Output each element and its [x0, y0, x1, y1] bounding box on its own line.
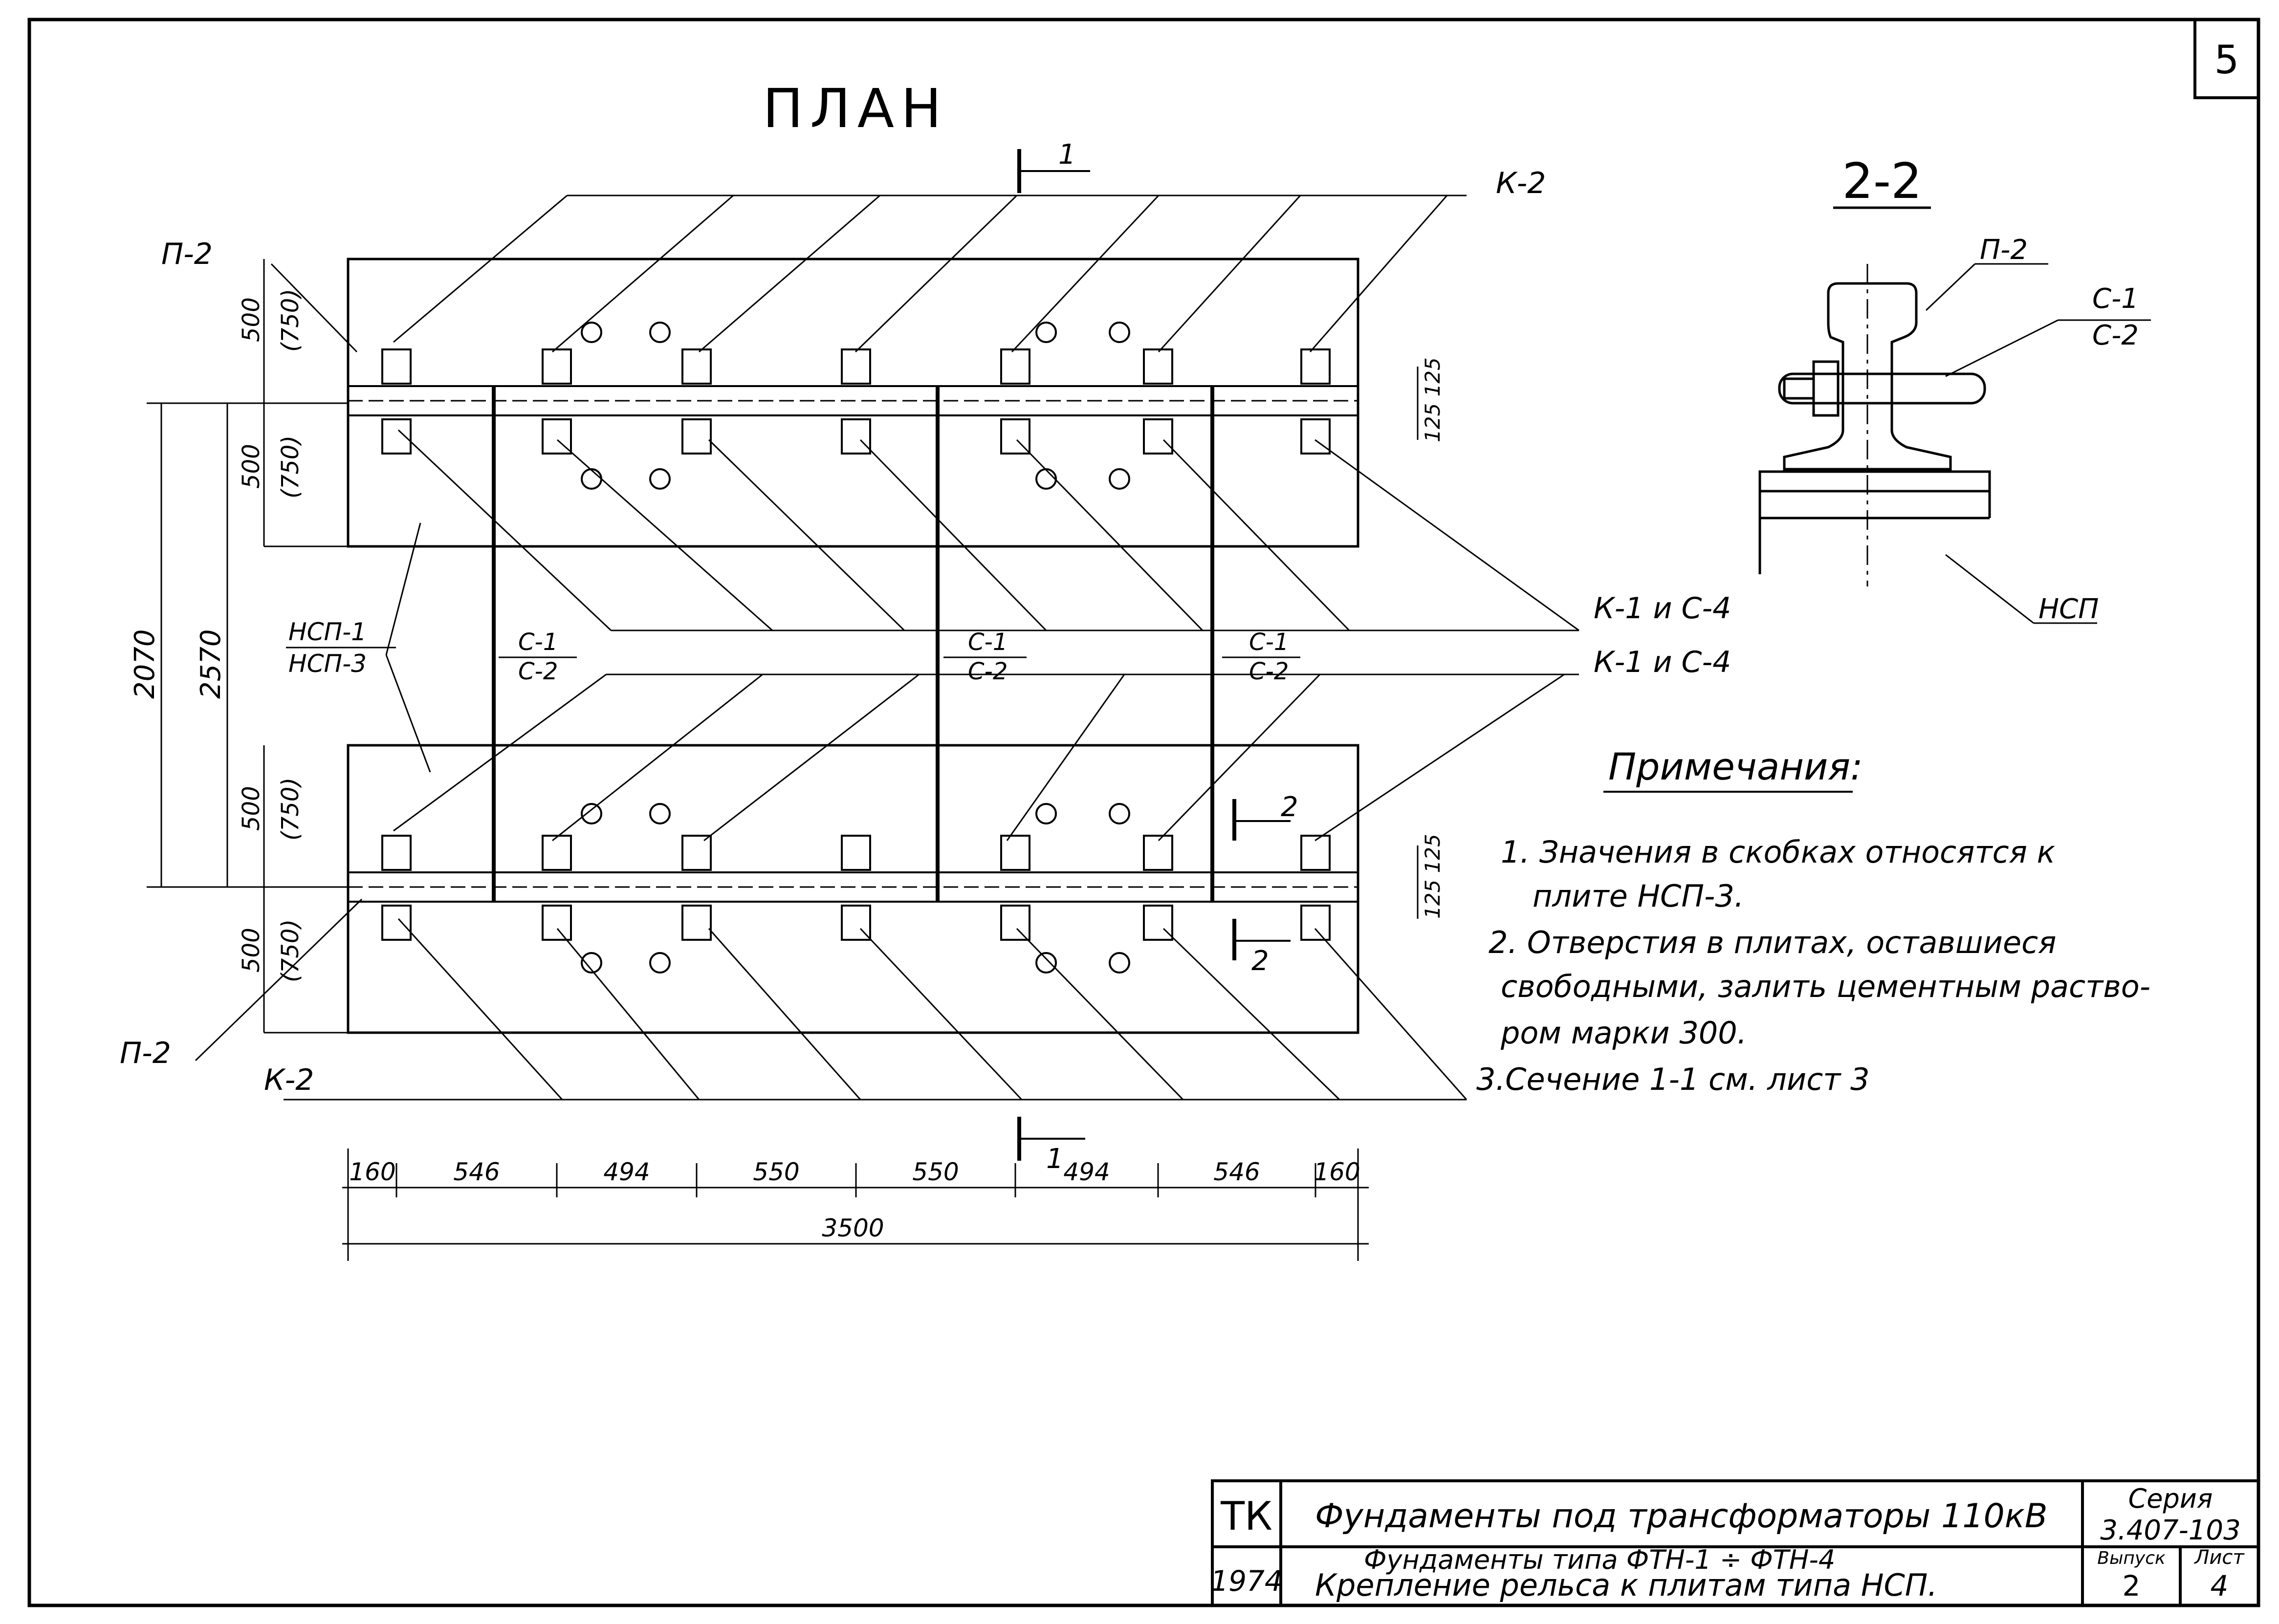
- tb-org: ТК: [1220, 1494, 1272, 1539]
- vertical-dimension-lines: [147, 259, 1419, 1034]
- plan-title: ПЛАН: [763, 77, 948, 140]
- tb-title: Фундаменты под трансформаторы 110кВ: [1315, 1497, 2048, 1536]
- section-slab-top: [1758, 470, 1991, 493]
- dim-125-bottom: 125 125: [1421, 834, 1445, 919]
- section-nut: [1812, 360, 1840, 417]
- section-2-marks: [1232, 799, 1291, 960]
- note-line-3: 2. Отверстия в плитах, оставшиеся: [1489, 925, 2056, 960]
- section-view: [1758, 263, 2151, 624]
- note-line-1: 1. Значения в скобках относятся к: [1501, 834, 2056, 870]
- note-line-4: свободными, залить цементным раство-: [1501, 969, 2150, 1004]
- plan-view: [147, 149, 1579, 1261]
- label-section-2-bottom: 2: [1251, 945, 1269, 977]
- dim-h-5: 550: [912, 1158, 959, 1186]
- section-labels: П-2 С-1 С-2 НСП: [1980, 234, 2139, 625]
- label-k2-top: К-2: [1496, 166, 1546, 200]
- dim-h-8: 160: [1314, 1158, 1360, 1186]
- label-p2-bottom: П-2: [120, 1036, 171, 1070]
- label-section-1-top: 1: [1058, 139, 1076, 171]
- slab-bottom: [347, 744, 1359, 1034]
- horizontal-dimension-lines: [342, 1148, 1369, 1261]
- dim-750-top-a: (750): [277, 289, 304, 352]
- note-line-6: 3.Сечение 1-1 см. лист 3: [1476, 1061, 1870, 1097]
- label-section-2-top: 2: [1281, 791, 1298, 823]
- section-label-c1: С-1: [2092, 283, 2139, 315]
- tb-series-value: 3.407-103: [2100, 1515, 2240, 1546]
- dim-h-4: 550: [753, 1158, 799, 1186]
- section-label-nsp: НСП: [2038, 593, 2099, 625]
- dim-750-top-b: (750): [277, 435, 304, 498]
- label-nsp-1: НСП-1: [288, 618, 367, 646]
- tb-year: 1974: [1210, 1564, 1283, 1598]
- dim-h-2: 546: [453, 1158, 500, 1186]
- sheet-frame: [27, 18, 2260, 1607]
- title-block-text: ТК 1974 Фундаменты под трансформаторы 11…: [1210, 1483, 2245, 1603]
- slab-top: [347, 258, 1359, 548]
- dim-h-1: 160: [349, 1158, 395, 1186]
- note-line-5: ром марки 300.: [1500, 1015, 1747, 1051]
- label-k1-c4-upper: К-1 и С-4: [1594, 591, 1731, 626]
- label-c1-left: С-1: [518, 628, 558, 656]
- clamps-bottom-lower: [381, 905, 1331, 941]
- label-section-1-bottom: 1: [1046, 1143, 1064, 1175]
- tb-sheet-value: 4: [2211, 1569, 2229, 1602]
- rail-profile: [1783, 282, 1952, 471]
- label-nsp-3: НСП-3: [288, 650, 367, 678]
- note-line-2: плите НСП-3.: [1533, 878, 1744, 914]
- plan-labels: К-2 П-2 П-2 К-2 НСП-1 НСП-3 К-1 и С-4 К-…: [120, 139, 1731, 1175]
- tb-issue-label: Выпуск: [2097, 1548, 2166, 1568]
- section-1-marks: [1017, 149, 1090, 1161]
- dim-500-bottom-b: 500: [238, 928, 265, 973]
- tb-issue-value: 2: [2123, 1569, 2141, 1602]
- section-bolt: [1778, 372, 1986, 405]
- dim-h-7: 546: [1213, 1158, 1260, 1186]
- section-label-p2: П-2: [1980, 234, 2028, 266]
- connecting-bars: [492, 386, 1214, 902]
- sheet-number-box: 5: [2193, 18, 2260, 99]
- dim-750-bottom-b: (750): [277, 919, 304, 982]
- bolt-holes: [581, 322, 1130, 974]
- title-block: [1211, 1479, 2260, 1607]
- clamps-top-upper: [381, 348, 1331, 385]
- label-c2-mid: С-2: [968, 658, 1008, 685]
- tb-sheet-label: Лист: [2193, 1546, 2245, 1569]
- dim-500-top-a: 500: [238, 297, 265, 342]
- notes-title: Примечания:: [1608, 745, 1863, 788]
- label-c1-right: С-1: [1249, 628, 1289, 656]
- tb-subtitle-2: Крепление рельса к плитам типа НСП.: [1315, 1567, 1937, 1603]
- dim-500-top-b: 500: [238, 444, 265, 489]
- tb-subtitle-1: Фундаменты типа ФТН-1 ÷ ФТН-4: [1364, 1544, 1835, 1575]
- vertical-dimension-text: 500 (750) 500 (750) 500 (750) 500 (750) …: [129, 289, 1445, 982]
- label-k1-c4-lower: К-1 и С-4: [1594, 645, 1731, 679]
- dim-125-top: 125 125: [1421, 357, 1445, 442]
- clamps-top-lower: [381, 418, 1331, 455]
- dim-h-3: 494: [603, 1158, 650, 1186]
- sheet-number: 5: [2214, 37, 2239, 83]
- tb-series-label: Серия: [2128, 1483, 2213, 1514]
- dim-750-bottom-a: (750): [277, 778, 304, 841]
- label-c1-mid: С-1: [968, 628, 1008, 656]
- label-p2-top: П-2: [161, 237, 213, 271]
- dim-h-6: 494: [1063, 1158, 1110, 1186]
- section-title: 2-2: [1842, 152, 1922, 210]
- dim-2570: 2570: [195, 629, 227, 699]
- label-c2-left: С-2: [518, 658, 558, 685]
- clamps-bottom-upper: [381, 835, 1331, 871]
- notes: Примечания: 1. Значения в скобках относя…: [1476, 745, 2150, 1097]
- dim-500-bottom-a: 500: [238, 786, 265, 831]
- label-c2-right: С-2: [1249, 658, 1289, 685]
- dim-overall: 3500: [822, 1214, 884, 1242]
- leader-lines: [195, 195, 1579, 1101]
- horizontal-dimension-text: 160 546 494 550 550 494 546 160 3500: [349, 1158, 1360, 1242]
- dim-2070: 2070: [129, 629, 161, 699]
- section-label-c2: С-2: [2092, 320, 2139, 351]
- label-k2-bottom: К-2: [264, 1063, 314, 1097]
